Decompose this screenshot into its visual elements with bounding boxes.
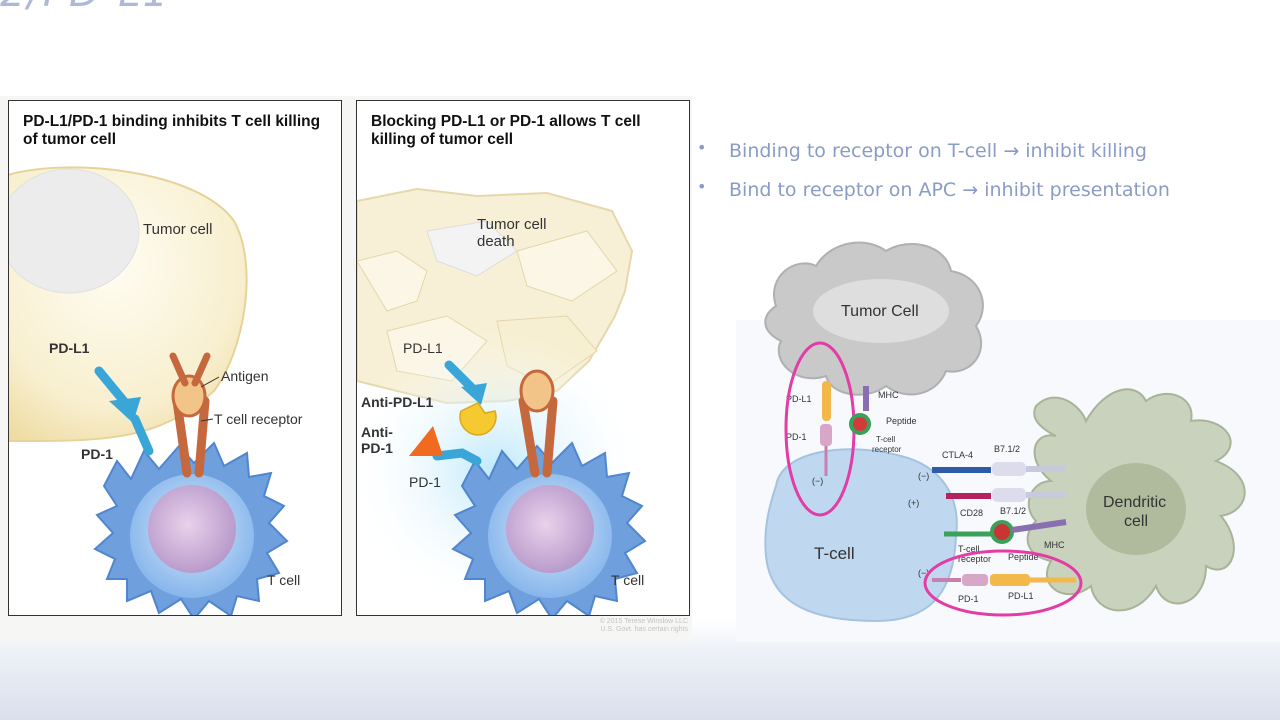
cd28-label: CD28 (960, 508, 983, 518)
dendritic-cell-title-2: cell (1124, 513, 1148, 530)
plus-mid-label: (+) (908, 498, 919, 508)
credit-line-2: U.S. Govt. has certain rights (600, 626, 688, 633)
t-cell-label: T cell (267, 572, 300, 588)
pd-1-label: PD-1 (81, 446, 113, 462)
minus-mid-label: (−) (918, 471, 929, 481)
dendritic-cell-title-1: Dendritic (1103, 494, 1166, 511)
pd-1-label-right: PD-1 (409, 474, 441, 490)
minus-bottom-label: (−) (918, 568, 929, 578)
anti-pd-1-antibody (409, 426, 443, 456)
right-panel-title: Blocking PD-L1 or PD-1 allows T cell kil… (371, 113, 641, 148)
pd-l1-bottom-label: PD-L1 (1008, 591, 1034, 601)
blocking-panel: Tumor cell death PD-L1 Anti-PD-L1 Anti- … (356, 100, 690, 616)
tumor-cell-label: Tumor cell (143, 221, 212, 238)
bullet-dot-icon: • (697, 138, 707, 157)
tumor-cell-death-label-1: Tumor cell (477, 216, 546, 233)
tcr-top-label-1: T-cell (876, 435, 895, 444)
highlight-ellipse-bottom (923, 549, 1083, 617)
peptide-top-label: Peptide (886, 416, 917, 426)
tcr-bottom-label-2: receptor (958, 554, 991, 564)
pd-1-shape (130, 414, 154, 456)
t-cell-blob (764, 448, 958, 623)
bullet-dot-icon: • (697, 177, 707, 196)
tcr-bottom-label-1: T-cell (958, 544, 980, 554)
bullet-list: •Binding to receptor on T-cell → inhibit… (694, 138, 1274, 218)
tumor-nucleus (9, 168, 140, 294)
t-cell-label-right: T cell (611, 572, 644, 588)
pd-1-top-label: PD-1 (786, 432, 807, 442)
t-cell-nucleus (148, 485, 236, 573)
mhc-bottom-label: MHC (1044, 540, 1065, 550)
binding-illustration: Tumor cell PD-L1 Antigen T cell receptor… (9, 166, 303, 615)
anti-pd-1-label-1: Anti- (361, 424, 393, 440)
copyright-credit: © 2015 Terese Winslow LLC U.S. Govt. has… (556, 618, 688, 634)
anti-pd-1-label-2: PD-1 (361, 440, 393, 456)
mhc-top-label: MHC (878, 390, 899, 400)
t-cell-receptor-label: T cell receptor (214, 411, 303, 427)
b7-label-a: B7.1/2 (994, 444, 1020, 454)
blocking-illustration: Tumor cell death PD-L1 Anti-PD-L1 Anti- … (357, 187, 647, 615)
immune-checkpoint-schematic: Tumor Cell Dendritic cell T-cell PD-L1 P… (736, 236, 1280, 642)
pd-1-bottom-label: PD-1 (958, 594, 979, 604)
credit-line-1: © 2015 Terese Winslow LLC (599, 618, 688, 625)
pd-l1-label-right: PD-L1 (403, 340, 443, 356)
ctla4-label: CTLA-4 (942, 450, 973, 460)
b7-label-b: B7.1/2 (1000, 506, 1026, 516)
binding-inhibits-panel: Tumor cell PD-L1 Antigen T cell receptor… (8, 100, 342, 616)
anti-pd-l1-antibody (459, 402, 497, 436)
minus-top-label: (−) (812, 476, 823, 486)
t-cell-title: T-cell (814, 544, 855, 563)
antigen-label: Antigen (221, 368, 268, 384)
tumor-cell-death-label-2: death (477, 233, 515, 250)
pd-l1-top-label: PD-L1 (786, 394, 812, 404)
bullet-item: •Binding to receptor on T-cell → inhibit… (697, 138, 1147, 162)
tcr-top-label-2: receptor (872, 445, 902, 454)
bullet-item: •Bind to receptor on APC → inhibit prese… (697, 177, 1170, 201)
antigen-shape (171, 374, 207, 418)
peptide-bottom-label: Peptide (1008, 552, 1039, 562)
pd-l1-label: PD-L1 (49, 340, 90, 356)
schematic-svg: Tumor Cell Dendritic cell T-cell PD-L1 P… (736, 241, 1280, 642)
tumor-cell-title: Tumor Cell (841, 303, 919, 320)
left-panel-title: PD-L1/PD-1 binding inhibits T cell killi… (23, 113, 321, 148)
slide-title-fragment: 2/PD-L1 (0, 0, 300, 16)
anti-pd-l1-label: Anti-PD-L1 (361, 394, 434, 410)
